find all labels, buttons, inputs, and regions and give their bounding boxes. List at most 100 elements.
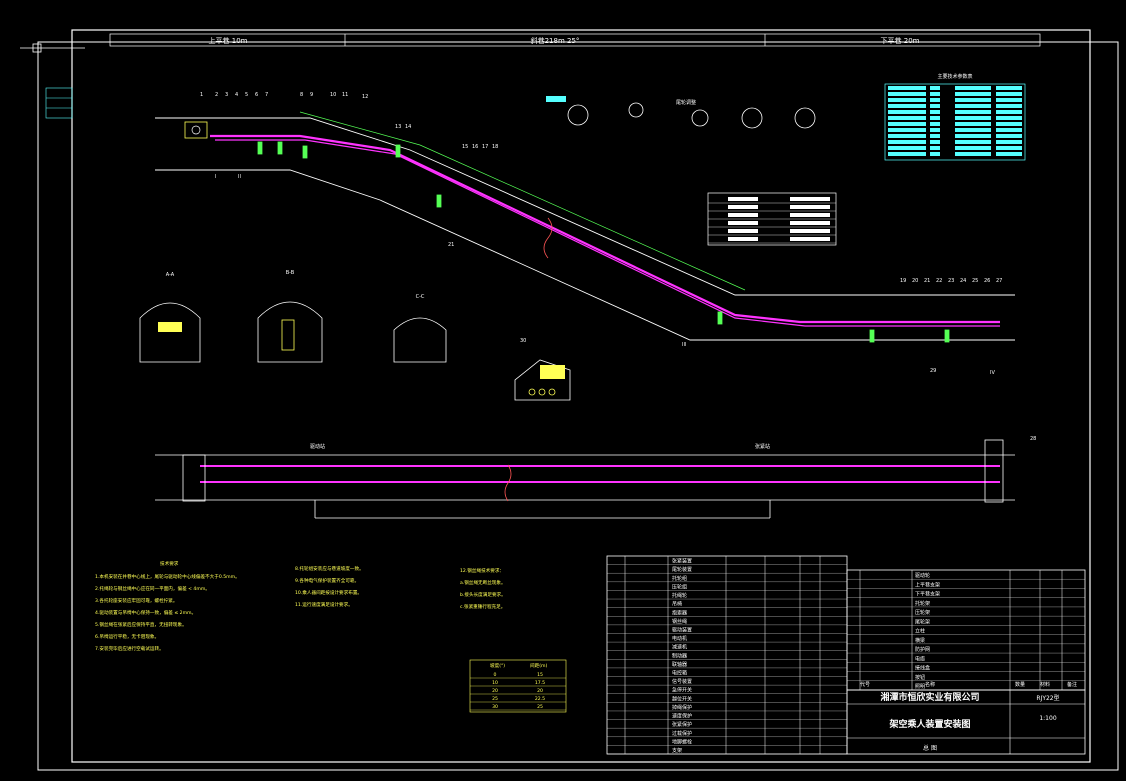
- plan-drive: [182, 454, 206, 502]
- station-7: 7: [265, 92, 268, 98]
- station-3: 3: [225, 92, 228, 98]
- legend-cell: [930, 140, 940, 144]
- station-15: 15: [462, 144, 468, 150]
- mid-cell: [728, 197, 758, 201]
- station-19: 19: [900, 278, 906, 284]
- elevation-view: 1 2 3 4 5 6 7 8 9 10 11 12 13 14 15 16 1…: [155, 92, 1015, 376]
- station-6: 6: [255, 92, 258, 98]
- note-line: c.张紧重锤行程充足。: [460, 603, 505, 610]
- detail-circle-4: [741, 107, 763, 129]
- station-22: 22: [936, 278, 942, 284]
- title-block-headers: 代号名称数量材料备注: [860, 681, 1077, 688]
- bom-left-item: 掉绳保护: [672, 704, 692, 711]
- spec-head-2: 间距(m): [530, 662, 547, 669]
- note-line: 3.各托轮座安装应牢固可靠，螺栓拧紧。: [95, 597, 177, 604]
- legend-cell: [888, 140, 926, 144]
- bom-right-item: 驱动轮: [915, 572, 930, 579]
- legend-cell: [996, 86, 1022, 90]
- section-label-a: A-A: [166, 272, 175, 278]
- note-line: 9.各种电气保护装置齐全可靠。: [295, 577, 359, 584]
- legend-cell: [930, 110, 940, 114]
- bom-left-item: 减速机: [672, 644, 687, 651]
- legend-cell: [930, 104, 940, 108]
- detail-circle-5: [794, 107, 816, 129]
- callout-28: 28: [1030, 436, 1036, 442]
- bom-left-item: 信号装置: [672, 678, 692, 685]
- legend-cell: [930, 146, 940, 150]
- bom-right-item: 照明: [915, 684, 925, 690]
- station-16: 16: [472, 144, 478, 150]
- top-dimension-bar: [109, 33, 1041, 47]
- bom-left-item: 托绳轮: [672, 592, 687, 599]
- legend-cell: [930, 128, 940, 132]
- station-14: 14: [405, 124, 411, 130]
- legend-cell: [955, 92, 991, 96]
- spec-cell-spacing: 22.5: [535, 696, 545, 702]
- section-c: [393, 317, 447, 363]
- margin-box: [45, 87, 73, 119]
- bom-right-item: 压轮架: [915, 609, 930, 616]
- legend-cell: [930, 116, 940, 120]
- tb-header: 名称: [925, 681, 935, 688]
- crosshair-box: [32, 43, 42, 53]
- bom-left-item: 张紧保护: [672, 721, 692, 728]
- rope-lower: [215, 139, 1000, 327]
- drive-sketch: 30: [514, 338, 571, 401]
- spec-cell-spacing: 17.5: [535, 680, 545, 686]
- legend-cell: [888, 116, 926, 120]
- legend-cell: [996, 122, 1022, 126]
- plan-break: [504, 464, 512, 502]
- mid-cell: [728, 205, 758, 209]
- mid-cell: [790, 205, 830, 209]
- dimension-line-green: [299, 111, 746, 291]
- section-b: [257, 301, 323, 363]
- detail-tag-1: [546, 96, 566, 102]
- mid-cell: [790, 229, 830, 233]
- title-block-frame: [846, 689, 1086, 755]
- legend-table: 主要技术参数表: [884, 73, 1026, 161]
- support-5: [436, 194, 442, 208]
- spec-cell-angle: 25: [492, 696, 498, 702]
- legend-cell: [888, 98, 926, 102]
- legend-cell: [930, 134, 940, 138]
- bom-left-frame: [606, 555, 848, 755]
- station-20: 20: [912, 278, 918, 284]
- section-a-chair: [158, 322, 182, 332]
- bom-left-item: 抱索器: [672, 609, 687, 616]
- drive-gear-3: [548, 388, 556, 396]
- bom-right-item: 立柱: [915, 628, 925, 635]
- legend-cell: [955, 104, 991, 108]
- company-name: 湘潭市恒欣实业有限公司: [880, 691, 979, 703]
- support-7: [869, 329, 875, 343]
- note-line: 11.运行速度满足设计要求。: [295, 601, 353, 608]
- drawing-name: 架空乘人装置安装图: [888, 718, 970, 730]
- station-23: 23: [948, 278, 954, 284]
- tunnel-roof: [155, 117, 1015, 296]
- inner-frame: [71, 29, 1091, 763]
- plan-view: 驱动站 张紧站 28: [155, 436, 1036, 519]
- bom-left-item: 压轮组: [672, 583, 687, 590]
- legend-cell: [955, 128, 991, 132]
- section-b-chair: [281, 319, 295, 351]
- detail-circle-2: [628, 102, 644, 118]
- spec-head-1: 坡度(°): [490, 662, 505, 669]
- marker-III: III: [682, 342, 686, 348]
- bom-left-rows: 张紧装置尾轮装置托轮组压轮组托绳轮吊椅抱索器钢丝绳驱动装置电动机减速机制动器联轴…: [607, 556, 847, 755]
- legend-cell: [930, 92, 940, 96]
- legend-rows: [888, 86, 1022, 156]
- bom-right-item: 按钮: [915, 674, 925, 681]
- scale: 1:100: [1039, 715, 1056, 722]
- legend-cell: [930, 98, 940, 102]
- bom-left-item: 尾轮装置: [672, 566, 692, 573]
- support-4: [395, 144, 401, 158]
- mid-cell: [728, 213, 758, 217]
- spec-cell-spacing: 25: [537, 704, 543, 710]
- legend-cell: [996, 140, 1022, 144]
- notes-title: 技术要求: [160, 560, 179, 567]
- legend-cell: [888, 122, 926, 126]
- station-17: 17: [482, 144, 488, 150]
- legend-cell: [888, 104, 926, 108]
- legend-cell: [930, 152, 940, 156]
- legend-cell: [955, 152, 991, 156]
